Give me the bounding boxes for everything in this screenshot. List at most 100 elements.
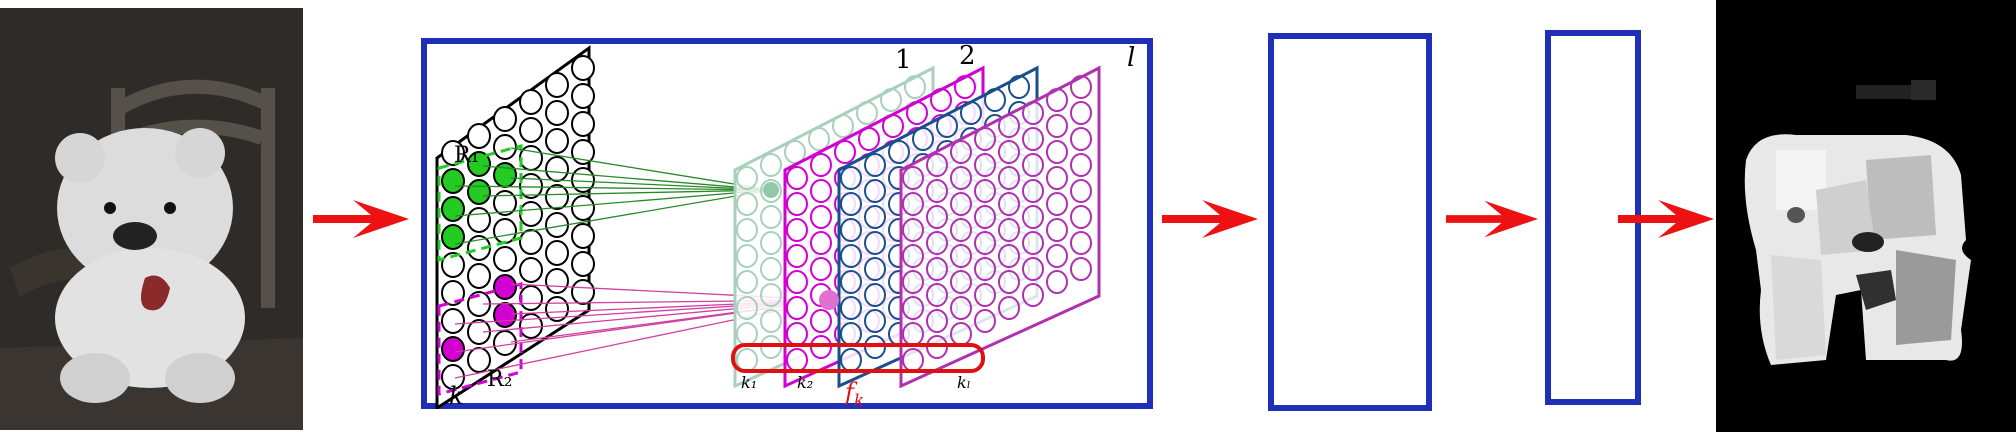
feature-neuron	[950, 270, 972, 294]
feature-neuron	[760, 283, 782, 307]
receptive-field-r2	[437, 282, 523, 396]
input-neuron	[545, 184, 569, 210]
feature-neuron	[840, 244, 862, 268]
feature-neuron	[1070, 257, 1092, 281]
input-neuron	[519, 285, 543, 311]
feature-neuron	[840, 192, 862, 216]
feature-neuron	[1046, 140, 1068, 164]
feature-neuron	[926, 205, 948, 229]
feature-neuron	[864, 231, 886, 255]
feature-neuron	[984, 88, 1006, 112]
feature-neuron	[998, 192, 1020, 216]
feature-neuron	[998, 244, 1020, 268]
input-neuron	[441, 308, 465, 334]
feature-neuron	[950, 166, 972, 190]
input-neuron	[467, 179, 491, 205]
feature-neuron	[1070, 153, 1092, 177]
feature-neuron	[950, 244, 972, 268]
receptive-field-label-r1: R₁	[454, 143, 479, 168]
feature-neuron	[1046, 192, 1068, 216]
feature-neuron	[998, 166, 1020, 190]
feature-neuron	[736, 270, 758, 294]
input-image	[0, 8, 303, 430]
feature-neuron	[974, 231, 996, 255]
network-diagram: R₁ R₂ k 1 2 l k₁ k₂ kₗ fk	[421, 38, 1153, 409]
feature-neuron	[936, 114, 958, 138]
feature-neuron	[786, 218, 808, 242]
feature-neuron	[1070, 179, 1092, 203]
feature-neuron	[998, 296, 1020, 320]
feature-neuron	[810, 257, 832, 281]
feature-neuron	[832, 114, 854, 138]
feature-neuron	[1070, 205, 1092, 229]
input-neuron	[467, 207, 491, 233]
feature-neuron	[1070, 75, 1092, 99]
feature-neuron	[840, 218, 862, 242]
feature-neuron	[736, 192, 758, 216]
feature-neuron	[930, 88, 952, 112]
feature-neuron	[998, 218, 1020, 242]
feature-neuron	[810, 153, 832, 177]
feature-neuron	[864, 283, 886, 307]
feature-neuron	[926, 283, 948, 307]
feature-neuron	[786, 166, 808, 190]
feature-neuron	[902, 296, 924, 320]
input-neuron	[519, 173, 543, 199]
input-neuron	[467, 123, 491, 149]
input-neuron	[571, 55, 595, 81]
feature-neuron	[1022, 179, 1044, 203]
target-neuron-green	[763, 182, 779, 198]
feature-neuron	[902, 192, 924, 216]
input-neuron	[519, 313, 543, 339]
feature-maps	[733, 65, 1101, 389]
arrow-to-network	[313, 200, 409, 238]
kernel-label-k1: k₁	[741, 373, 757, 392]
feature-neuron	[906, 101, 928, 125]
input-neuron	[519, 201, 543, 227]
green-connection	[482, 165, 772, 191]
input-neuron	[441, 252, 465, 278]
feature-neuron	[760, 179, 782, 203]
feature-neuron	[810, 205, 832, 229]
green-connection	[454, 185, 772, 191]
input-neuron	[441, 336, 465, 362]
feature-neuron	[950, 218, 972, 242]
feature-neuron	[786, 192, 808, 216]
input-neuron	[519, 229, 543, 255]
input-neuron	[571, 279, 595, 305]
feature-neuron	[904, 75, 926, 99]
arrow-to-salience	[1446, 200, 1538, 238]
feature-neuron	[974, 257, 996, 281]
feature-neuron	[736, 218, 758, 242]
feature-neuron	[902, 166, 924, 190]
salient-region	[1744, 80, 1971, 365]
feature-neuron	[974, 127, 996, 151]
green-connection	[510, 147, 772, 191]
green-connection	[482, 189, 772, 197]
input-neuron	[545, 156, 569, 182]
feature-neuron	[926, 153, 948, 177]
feature-neuron	[1008, 75, 1030, 99]
green-connection	[454, 189, 772, 217]
feature-neuron	[736, 166, 758, 190]
feature-neuron	[902, 270, 924, 294]
input-neuron	[571, 83, 595, 109]
feature-neuron	[786, 244, 808, 268]
feature-neuron	[760, 205, 782, 229]
input-neuron	[493, 106, 517, 132]
feature-map-label-2: 2	[959, 41, 976, 71]
receptive-field-label-r2: R₂	[487, 367, 512, 392]
feature-map-label-1: 1	[895, 45, 912, 75]
feature-neuron	[954, 75, 976, 99]
input-neuron	[571, 195, 595, 221]
feature-vector-subscript: k	[854, 391, 864, 409]
feature-neuron	[888, 140, 910, 164]
receptive-field-r1	[437, 144, 523, 262]
input-layer-label: k	[449, 382, 464, 409]
feature-neuron	[998, 270, 1020, 294]
feature-neuron	[1046, 114, 1068, 138]
input-neuron	[493, 134, 517, 160]
input-neuron	[545, 268, 569, 294]
input-neuron	[571, 167, 595, 193]
input-neuron	[545, 100, 569, 126]
